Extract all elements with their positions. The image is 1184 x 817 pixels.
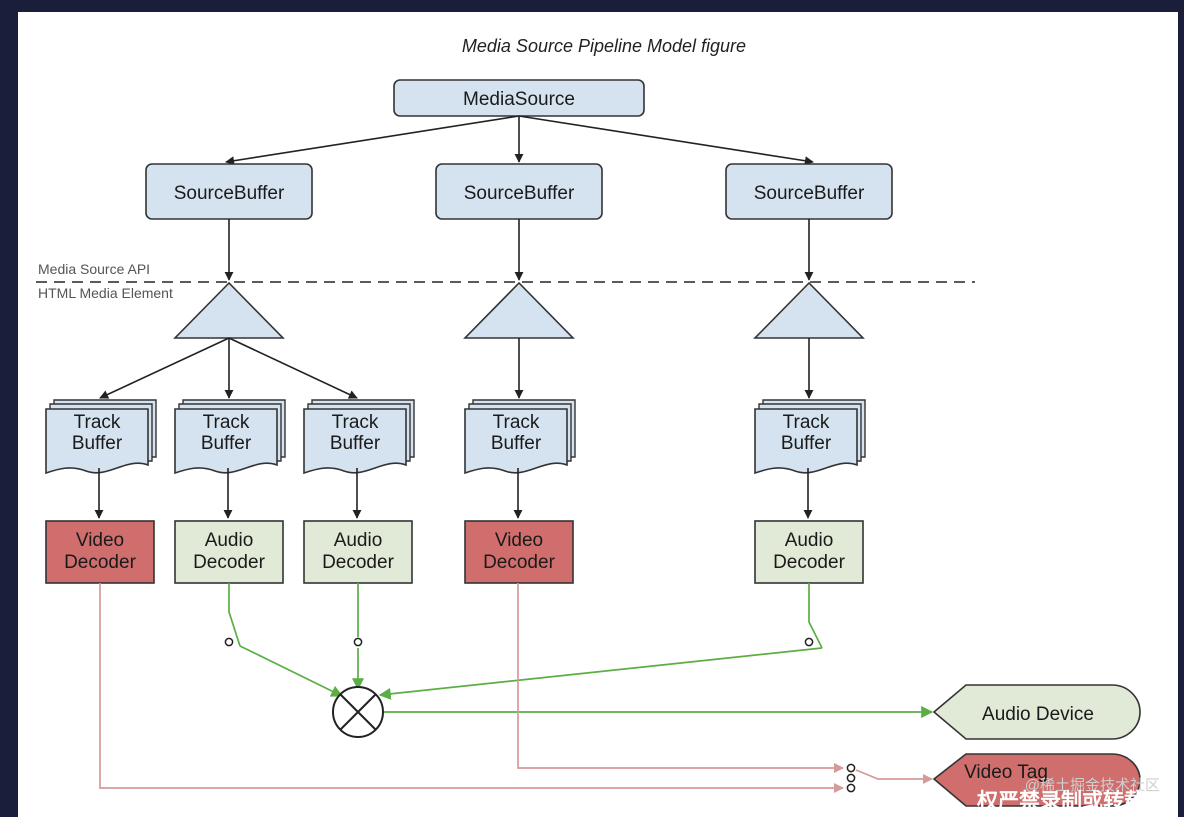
video-tag-node: Video Tag	[932, 753, 1141, 807]
track-buffer-connectors	[94, 468, 813, 519]
html-media-element-label: HTML Media Element	[38, 285, 173, 301]
svg-text:Buffer: Buffer	[491, 433, 542, 454]
source-buffer-label: SourceBuffer	[754, 183, 865, 204]
overlay-caption: 权严禁录制或转载	[976, 789, 1145, 813]
svg-text:Decoder: Decoder	[773, 552, 845, 573]
watermark-text: @稀土掘金技术社区	[1025, 777, 1160, 794]
svg-text:Buffer: Buffer	[330, 433, 381, 454]
svg-text:Audio: Audio	[205, 530, 254, 551]
svg-text:Decoder: Decoder	[483, 552, 555, 573]
media-source-node: MediaSource	[393, 79, 645, 117]
svg-text:Decoder: Decoder	[193, 552, 265, 573]
source-buffer-connectors	[224, 219, 814, 281]
svg-text:Decoder: Decoder	[64, 552, 136, 573]
source-buffer-label: SourceBuffer	[464, 183, 575, 204]
svg-text:Track: Track	[74, 412, 121, 433]
track-buffer-4: Track Buffer	[464, 399, 576, 474]
svg-text:Track: Track	[332, 412, 379, 433]
audio-paths	[228, 583, 934, 718]
svg-text:Audio: Audio	[785, 530, 834, 551]
svg-text:Audio: Audio	[334, 530, 383, 551]
audio-device-node: Audio Device	[932, 684, 1141, 740]
track-buffer-2: Track Buffer	[174, 399, 286, 474]
audio-mixer	[332, 686, 384, 738]
svg-text:Buffer: Buffer	[201, 433, 252, 454]
video-decoder-1: Video Decoder	[45, 520, 155, 584]
source-buffer-label: SourceBuffer	[174, 183, 285, 204]
svg-text:Track: Track	[783, 412, 830, 433]
svg-text:Video: Video	[76, 530, 124, 551]
video-paths	[99, 583, 933, 793]
svg-text:Track: Track	[203, 412, 250, 433]
audio-switch-contacts	[224, 637, 814, 647]
track-buffer-5: Track Buffer	[754, 399, 866, 474]
source-buffer-1: SourceBuffer	[145, 163, 313, 220]
source-buffer-3: SourceBuffer	[725, 163, 893, 220]
video-decoder-2: Video Decoder	[464, 520, 574, 584]
video-tag-label: Video Tag	[964, 762, 1048, 783]
svg-text:Buffer: Buffer	[72, 433, 123, 454]
video-switch-contacts	[846, 763, 856, 793]
svg-text:Buffer: Buffer	[781, 433, 832, 454]
svg-text:Video: Video	[495, 530, 543, 551]
audio-decoder-3: Audio Decoder	[754, 520, 864, 584]
svg-text:Track: Track	[493, 412, 540, 433]
audio-device-label: Audio Device	[982, 704, 1094, 725]
audio-decoder-1: Audio Decoder	[174, 520, 284, 584]
svg-text:Decoder: Decoder	[322, 552, 394, 573]
track-buffer-1: Track Buffer	[45, 399, 157, 474]
media-source-connectors	[225, 115, 814, 166]
source-buffer-2: SourceBuffer	[435, 163, 603, 220]
audio-decoder-2: Audio Decoder	[303, 520, 413, 584]
diagram-title: Media Source Pipeline Model figure	[462, 36, 746, 56]
media-source-api-label: Media Source API	[38, 261, 150, 277]
media-source-label: MediaSource	[463, 89, 575, 110]
demuxer-connectors	[99, 337, 814, 399]
track-buffer-3: Track Buffer	[303, 399, 415, 474]
